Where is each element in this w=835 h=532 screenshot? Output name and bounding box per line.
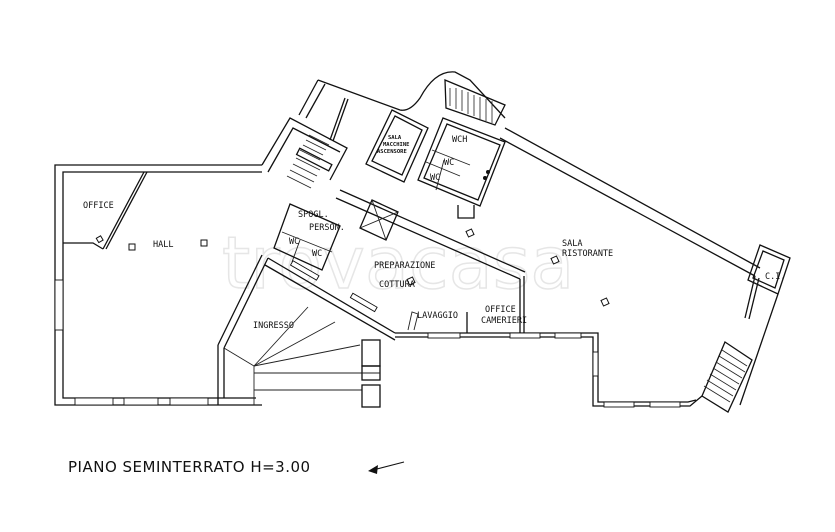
hall-block [54, 164, 262, 406]
kitchen-block [264, 189, 526, 341]
room-labels: OFFICE HALL SPOGL. PERSON. WC WC PREPARA… [83, 135, 785, 331]
room-label-lavaggio: LAVAGGIO [417, 311, 458, 321]
machine-room: SALA MACCHINE ASCENSORE [365, 109, 429, 183]
room-label-wch: WCH [452, 135, 467, 145]
room-label-wc: WC [312, 249, 322, 259]
north-arrow-icon [368, 461, 405, 474]
room-label-spogl: SPOGL. [298, 210, 329, 220]
room-label-office: OFFICE [83, 201, 114, 211]
room-label-preparazione: PREPARAZIONE [374, 261, 435, 271]
room-label-cottura: COTTURA [379, 280, 415, 290]
room-label-office-camerieri-2: CAMERIERI [481, 316, 527, 326]
room-label-person: PERSON. [309, 223, 345, 233]
room-label-hall: HALL [153, 240, 173, 250]
room-label-sala: SALA [562, 239, 582, 249]
room-label-wc: WC [289, 237, 299, 247]
wch-block [417, 79, 506, 219]
room-label-wc: WC [430, 173, 440, 183]
room-label-ingresso: INGRESSO [253, 321, 294, 331]
restaurant-walls [395, 127, 791, 413]
room-label-office-camerieri-1: OFFICE [485, 305, 516, 315]
watermark: trovacasa [222, 221, 574, 305]
plan-title: PIANO SEMINTERRATO H=3.00 [68, 458, 311, 476]
room-label-machine-2: MACCHINE [383, 142, 410, 148]
entrance-block [217, 254, 381, 408]
room-label-ristorante: RISTORANTE [562, 249, 613, 259]
room-label-wc: WC [444, 158, 454, 168]
room-label-machine-1: SALA [388, 135, 402, 141]
stair-block-north [261, 71, 506, 189]
room-label-ci: C.I. [765, 272, 785, 282]
room-label-machine-3: ASCENSORE [377, 149, 407, 155]
